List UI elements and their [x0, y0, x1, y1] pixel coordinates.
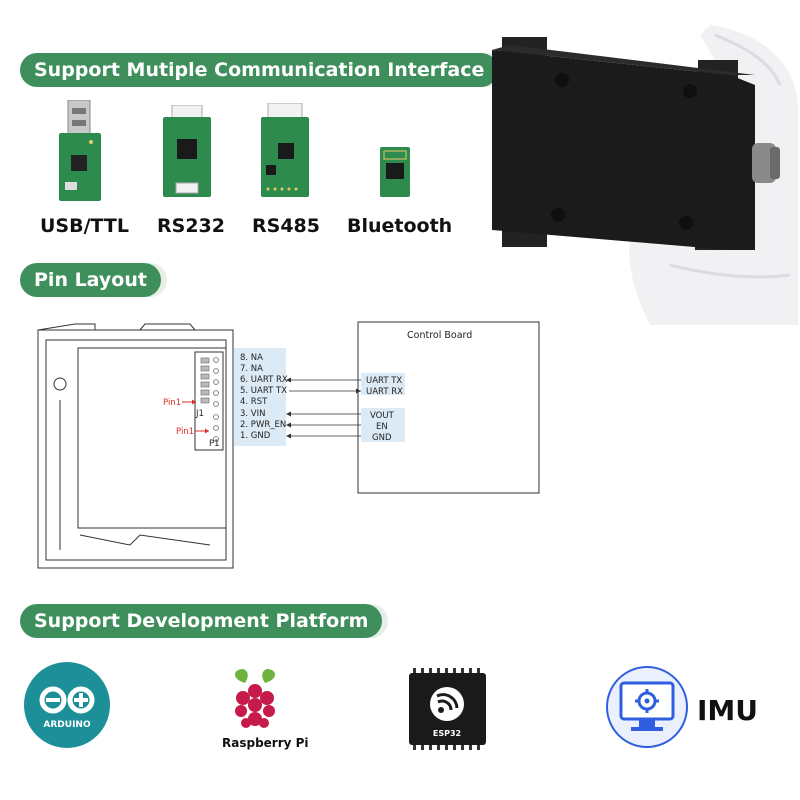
module-label-usb-ttl: USB/TTL [40, 215, 129, 237]
arduino-logo-icon: ARDUINO [24, 662, 110, 748]
pin-label: 4. RST [240, 397, 268, 407]
pin-layout-diagram: J1 P1 Pin1 Pin1 8. NA 7. NA 6. UART RX 5… [37, 321, 540, 569]
cb-pin-label: VOUT [370, 411, 395, 421]
cb-pin-label: GND [372, 433, 392, 443]
p1-label: P1 [209, 439, 220, 449]
cb-pin-label: UART RX [366, 387, 403, 397]
j1-label: J1 [195, 409, 204, 419]
esp32-label: ESP32 [433, 729, 461, 738]
cb-pin-label: EN [376, 422, 388, 432]
raspberry-pi-label: Raspberry Pi [222, 736, 309, 750]
pin-list-highlight [234, 348, 286, 446]
pin-label: 6. UART RX [240, 375, 288, 385]
control-board-title: Control Board [407, 330, 472, 341]
control-board-box [357, 321, 540, 494]
bluetooth-module-icon [380, 147, 410, 197]
section-title-pin-layout: Pin Layout [20, 263, 161, 297]
pin-label: 1. GND [240, 431, 271, 441]
pin-label: 8. NA [240, 353, 263, 363]
pin-label: 3. VIN [240, 409, 266, 419]
imu-label: IMU [697, 694, 759, 727]
module-label-rs485: RS485 [252, 215, 320, 237]
usb-ttl-module-icon [59, 100, 101, 201]
module-label-rs232: RS232 [157, 215, 225, 237]
device-outline [37, 329, 234, 569]
section-title-communication: Support Mutiple Communication Interface [20, 53, 499, 87]
pin1-label-p1: Pin1 [176, 427, 194, 437]
raspberry-pi-logo-icon [235, 669, 275, 728]
esp32-chip-icon: ESP32 [409, 668, 486, 750]
arduino-label: ARDUINO [43, 720, 91, 730]
module-label-bluetooth: Bluetooth [347, 215, 453, 237]
imu-monitor-icon [606, 666, 688, 748]
rs485-module-icon [261, 103, 309, 197]
pin1-label-j1: Pin1 [163, 398, 181, 408]
cb-pin-label: UART TX [366, 376, 402, 386]
product-photo [492, 25, 798, 325]
pin-label: 7. NA [240, 364, 263, 374]
pin-label: 2. PWR_EN [240, 420, 286, 430]
section-title-platform: Support Development Platform [20, 604, 383, 638]
pin-label: 5. UART TX [240, 386, 287, 396]
rs232-module-icon [163, 105, 211, 197]
